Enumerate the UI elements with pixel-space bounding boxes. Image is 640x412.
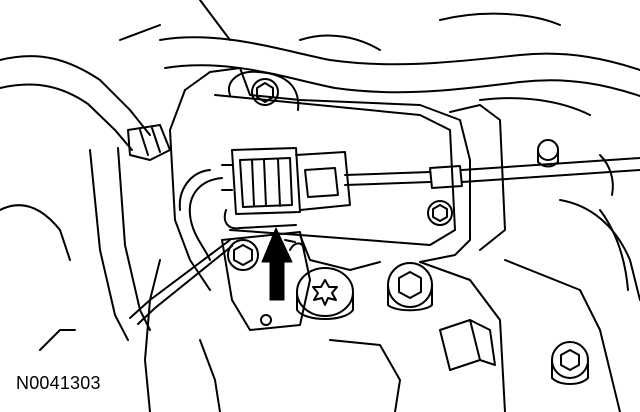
up-arrow-icon [261,227,293,301]
upper-hose [119,0,640,116]
figure-id-label: N0041303 [16,373,101,393]
bolt-left-lower [227,239,259,271]
hose-clamp [127,124,171,161]
bolt-right [427,200,453,226]
bolt-top [251,78,279,106]
wiring-harness [129,169,233,325]
mounting-plate [221,231,311,331]
bolt-center-lower [387,262,433,312]
coolant-hose-left [0,55,151,351]
sensor-connector [221,147,351,230]
sensor-cable [344,154,640,196]
bolt-bottom-right [551,341,589,385]
torx-bolt-icon [296,267,354,320]
bolt-top-right [537,139,559,168]
lower-housing [199,199,640,412]
